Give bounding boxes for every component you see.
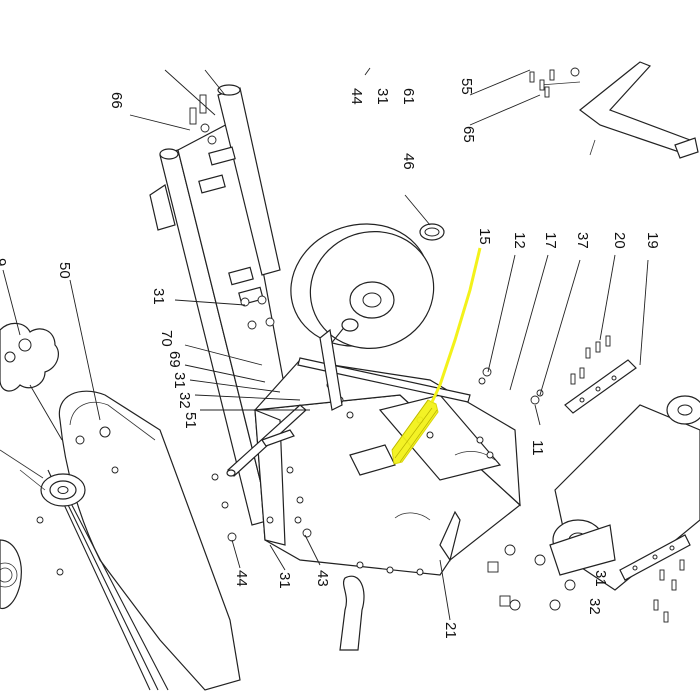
callout-70: 70 — [158, 330, 175, 347]
blade-flower — [0, 269, 63, 441]
leader-lines — [69, 67, 649, 621]
callout-37: 37 — [574, 232, 591, 249]
belt-guard-50 — [47, 390, 241, 691]
callout-61: 61 — [400, 88, 417, 105]
callout-19: 19 — [644, 232, 661, 249]
top-right-guard — [539, 61, 699, 159]
callout-66: 66 — [108, 92, 125, 109]
callout-31: 31 — [374, 88, 391, 105]
callout-31: 31 — [276, 572, 293, 589]
motor-bottom-left — [0, 539, 22, 610]
hose — [339, 575, 365, 651]
callout-50: 50 — [56, 262, 73, 279]
callout-55: 55 — [458, 78, 475, 95]
pulley — [0, 449, 86, 507]
callout-44: 44 — [233, 570, 250, 587]
callout-46: 46 — [400, 153, 417, 170]
callout-31: 31 — [592, 570, 609, 587]
callout-65: 65 — [460, 126, 477, 143]
wheel-46 — [290, 223, 445, 349]
callout-32: 32 — [176, 392, 193, 409]
bolts-and-nuts — [36, 67, 685, 623]
callout-15: 15 — [476, 228, 493, 245]
callout-69: 69 — [166, 351, 183, 368]
callout-44: 44 — [348, 88, 365, 105]
callout-11: 11 — [529, 440, 546, 456]
callout-labels: 44 31 61 55 65 66 46 50 31 70 69 31 32 5… — [0, 78, 661, 639]
callout-43: 43 — [314, 570, 331, 587]
callout-31: 31 — [171, 372, 188, 389]
callout-32: 32 — [586, 598, 603, 615]
axle — [226, 328, 471, 477]
plate-20 — [564, 359, 637, 414]
callout-17: 17 — [542, 232, 559, 249]
highlighted-part-15 — [391, 247, 482, 465]
callout-31: 31 — [150, 288, 167, 305]
callout-9-partial: 9 — [0, 258, 9, 266]
chassis-21 — [253, 359, 521, 576]
roller-19 — [549, 395, 700, 591]
callout-20: 20 — [611, 232, 628, 249]
callout-51: 51 — [182, 412, 199, 429]
callout-12: 12 — [511, 232, 528, 249]
callout-21: 21 — [442, 622, 459, 639]
